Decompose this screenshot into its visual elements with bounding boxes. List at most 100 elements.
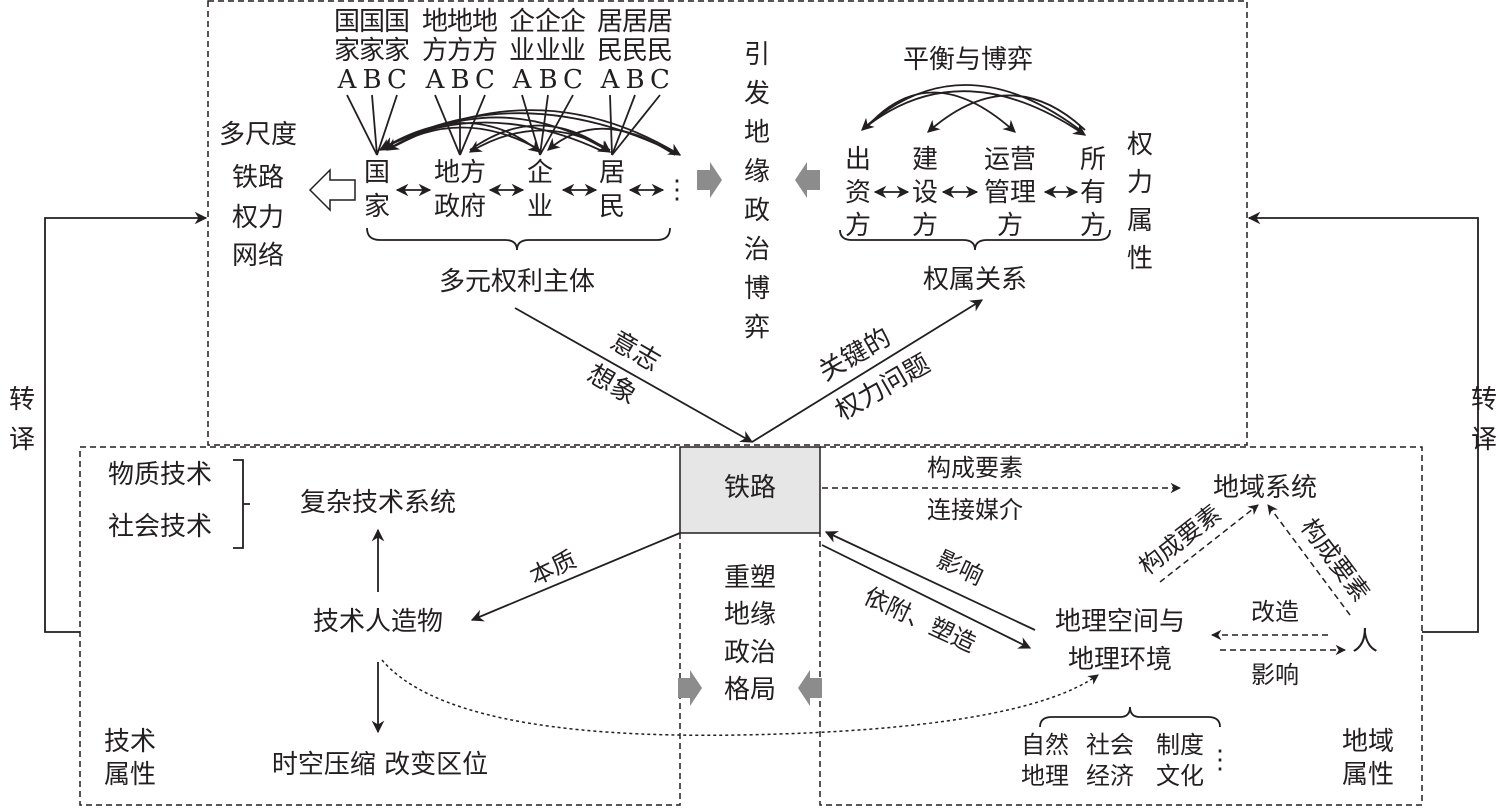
reshape-1: 重塑 — [724, 563, 776, 593]
actor-detail-char: 民 — [622, 36, 648, 66]
will-arrow — [514, 307, 754, 443]
actor-detail-char: 居 — [597, 7, 623, 37]
role-char: 所 — [1080, 145, 1106, 175]
reshape-3: 政治 — [724, 638, 776, 668]
actor-link-line — [611, 94, 636, 156]
geopolitics-char: 弈 — [744, 313, 770, 343]
actor-detail-char: 国 — [334, 7, 360, 37]
elem-right-label: 构成要素 — [1295, 513, 1375, 607]
gray-left-arrow-icon — [795, 162, 820, 198]
role-char: 管理 — [984, 178, 1036, 208]
tech-bracket — [233, 459, 250, 549]
actor-detail-char: 业 — [560, 36, 586, 66]
reshape-4: 格局 — [724, 675, 776, 705]
actor-link-line — [346, 94, 378, 156]
actor-detail-char: 地 — [447, 7, 473, 37]
actor-detail-char: B — [538, 65, 557, 95]
subjects-ellipsis: ⋮ — [664, 175, 690, 205]
actor-detail-char: A — [425, 65, 446, 95]
region-attr-2: 属性 — [1342, 760, 1394, 790]
gray-right-arrow-icon — [697, 162, 722, 198]
human-label: 人 — [1352, 627, 1378, 657]
actor-link-line — [371, 94, 378, 156]
key-power-arrow — [751, 299, 984, 443]
right-translate-1: 转 — [1471, 385, 1497, 415]
influence-arrow — [824, 531, 1036, 631]
actor-link-line — [609, 94, 613, 156]
actor-curves — [378, 109, 682, 156]
left-translate-2: 译 — [9, 425, 35, 455]
geopolitics-char: 治 — [744, 235, 770, 265]
factors-brace — [1039, 706, 1221, 728]
geo-space-2: 地理环境 — [1068, 645, 1172, 675]
actor-detail-char: B — [625, 65, 644, 95]
actor-detail-char: 地 — [422, 7, 448, 37]
factor-label: 经济 — [1086, 762, 1134, 790]
factor-label: 自然 — [1021, 731, 1069, 759]
role-char: 方 — [997, 211, 1023, 241]
tech-attr-1: 技术 — [104, 727, 156, 757]
reshape-2: 地缘 — [724, 600, 776, 630]
subject-node: 家 — [364, 192, 390, 222]
geopolitics-char: 博 — [744, 274, 770, 304]
essence-label: 本质 — [525, 545, 580, 591]
actor-link-line — [611, 94, 661, 156]
actor-detail-char: 企 — [535, 7, 561, 37]
actor-detail-char: B — [450, 65, 469, 95]
geopolitics-char: 引 — [744, 40, 770, 70]
subject-node: 企 — [527, 158, 553, 188]
geo-space-1: 地理空间与 — [1055, 607, 1185, 637]
actor-detail-char: 民 — [597, 36, 623, 66]
artifact-to-geo-curve — [381, 659, 1099, 737]
essence-arrow — [470, 532, 681, 622]
actor-detail-char: 国 — [359, 7, 385, 37]
element-label: 构成要素 — [927, 454, 1023, 482]
hollow-left-arrow-icon — [308, 168, 356, 212]
factor-label: 地理 — [1021, 762, 1069, 790]
subject-node: 地方 — [434, 158, 486, 188]
elem-left-label: 构成要素 — [1134, 499, 1227, 580]
actor-detail-char: 家 — [359, 36, 385, 66]
role-char: 建 — [912, 145, 938, 175]
role-char: 方 — [845, 211, 871, 241]
subject-node: 业 — [527, 192, 553, 222]
actor-detail-char: A — [337, 65, 358, 95]
region-frame — [819, 446, 1423, 806]
actor-detail-char: 居 — [647, 7, 673, 37]
role-char: 出 — [845, 145, 871, 175]
factor-label: 制度 — [1156, 731, 1204, 759]
left-translate-arrow — [44, 211, 208, 633]
region-attr-1: 地域 — [1342, 727, 1394, 757]
role-char: 运营 — [984, 145, 1036, 175]
actor-link-line — [459, 94, 486, 156]
actor-detail-char: 居 — [622, 7, 648, 37]
influence-label: 影响 — [932, 545, 987, 591]
top-frame — [207, 0, 1248, 446]
actor-detail-char: C — [387, 65, 407, 95]
role-char: 方 — [912, 211, 938, 241]
network-label-line: 多尺度 — [219, 120, 297, 150]
actor-detail-char: 企 — [509, 7, 535, 37]
tech-attr-2: 属性 — [104, 760, 156, 790]
power-attr-char: 力 — [1127, 168, 1153, 198]
subject-node: 居 — [599, 158, 625, 188]
role-curves — [861, 84, 1087, 136]
actor-detail-char: B — [362, 65, 381, 95]
actor-detail-char: 家 — [384, 36, 410, 66]
network-label-line: 网络 — [232, 241, 284, 271]
actor-detail-char: A — [512, 65, 533, 95]
complex-system: 复杂技术系统 — [300, 488, 456, 518]
geopolitics-char: 地 — [744, 118, 770, 148]
subjects-label: 多元权利主体 — [439, 267, 595, 297]
factors-ellipsis: ⋮ — [1207, 745, 1233, 775]
actor-detail-char: 民 — [647, 36, 673, 66]
actor-detail-char: A — [600, 65, 621, 95]
geopolitics-char: 缘 — [744, 157, 770, 187]
right-translate-arrow — [1247, 211, 1479, 633]
